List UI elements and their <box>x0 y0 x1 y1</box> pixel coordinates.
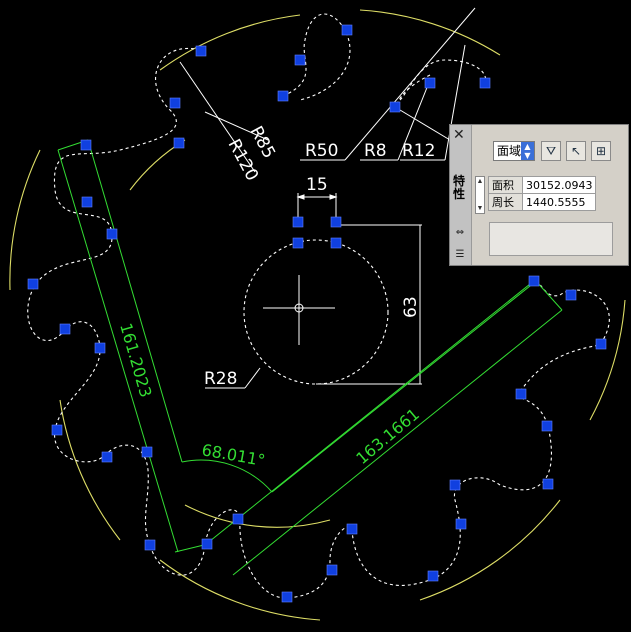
grip <box>292 216 304 228</box>
grip <box>330 216 342 228</box>
grip <box>101 451 113 463</box>
dim-r8: R8 <box>364 141 387 161</box>
pickadd-icon[interactable]: ⊞ <box>591 141 611 161</box>
grip <box>449 479 461 491</box>
dropdown-arrow-icon[interactable]: ▲▼ <box>521 142 534 160</box>
grip <box>294 54 306 66</box>
grip <box>326 564 338 576</box>
dim-r28: R28 <box>204 369 237 389</box>
grip <box>94 342 106 354</box>
grip <box>389 101 401 113</box>
grip <box>455 518 467 530</box>
object-type-value: 面域 <box>497 144 522 158</box>
grip <box>541 420 553 432</box>
grip <box>479 77 491 89</box>
grip <box>277 90 289 102</box>
grip <box>106 228 118 240</box>
grip <box>232 513 244 525</box>
dim-15: 15 <box>306 175 328 195</box>
table-row[interactable]: 面积 30152.0943 <box>488 176 597 194</box>
measure-length-1: 161.2023 <box>116 321 155 400</box>
grip <box>51 424 63 436</box>
grip <box>144 539 156 551</box>
grip <box>542 478 554 490</box>
grip <box>80 139 92 151</box>
grip <box>195 45 207 57</box>
dim-r12: R12 <box>402 141 435 161</box>
grip <box>595 338 607 350</box>
dimension-lines <box>179 7 476 389</box>
properties-table: 面积 30152.0943 周长 1440.5555 <box>488 176 597 211</box>
select-objects-icon[interactable]: ↖ <box>566 141 586 161</box>
perimeter-value[interactable]: 1440.5555 <box>521 193 597 211</box>
grip <box>141 446 153 458</box>
dim-63: 63 <box>401 296 421 318</box>
grip <box>59 323 71 335</box>
palette-title: 特性 <box>453 174 466 201</box>
outer-arcs <box>9 9 626 621</box>
measure-lines <box>57 139 563 576</box>
palette-title-strip[interactable]: ✕ 特性 ⇔ ☰ <box>450 125 472 265</box>
grip <box>346 523 358 535</box>
description-pane <box>489 222 613 256</box>
grip <box>330 237 342 249</box>
grip <box>27 278 39 290</box>
grip <box>424 77 436 89</box>
grip <box>81 196 93 208</box>
palette-scrollbar[interactable]: ▲▼ <box>475 176 485 214</box>
grip <box>515 388 527 400</box>
perimeter-label: 周长 <box>488 193 523 211</box>
autohide-icon[interactable]: ⇔ <box>455 227 465 238</box>
quick-select-icon[interactable]: ⛛ <box>541 141 561 161</box>
gear-outline[interactable] <box>27 13 610 599</box>
properties-palette[interactable]: ✕ 特性 ⇔ ☰ 面域 ▲▼ ⛛ ↖ ⊞ ▲▼ 面积 30152.0943 周长… <box>449 124 629 266</box>
palette-menu-icon[interactable]: ☰ <box>455 249 465 260</box>
grip <box>281 591 293 603</box>
dim-r50: R50 <box>305 141 338 161</box>
close-icon[interactable]: ✕ <box>453 127 465 143</box>
grip <box>173 137 185 149</box>
measure-length-2: 163.1661 <box>352 404 423 468</box>
object-type-select[interactable]: 面域 ▲▼ <box>493 141 535 161</box>
area-label: 面积 <box>488 176 523 194</box>
area-value[interactable]: 30152.0943 <box>521 176 597 194</box>
grip <box>201 538 213 550</box>
grip <box>341 24 353 36</box>
grip <box>169 97 181 109</box>
table-row[interactable]: 周长 1440.5555 <box>488 193 597 211</box>
grip <box>292 237 304 249</box>
grips[interactable] <box>27 24 607 603</box>
grip <box>565 289 577 301</box>
grip <box>427 570 439 582</box>
grip <box>528 275 540 287</box>
